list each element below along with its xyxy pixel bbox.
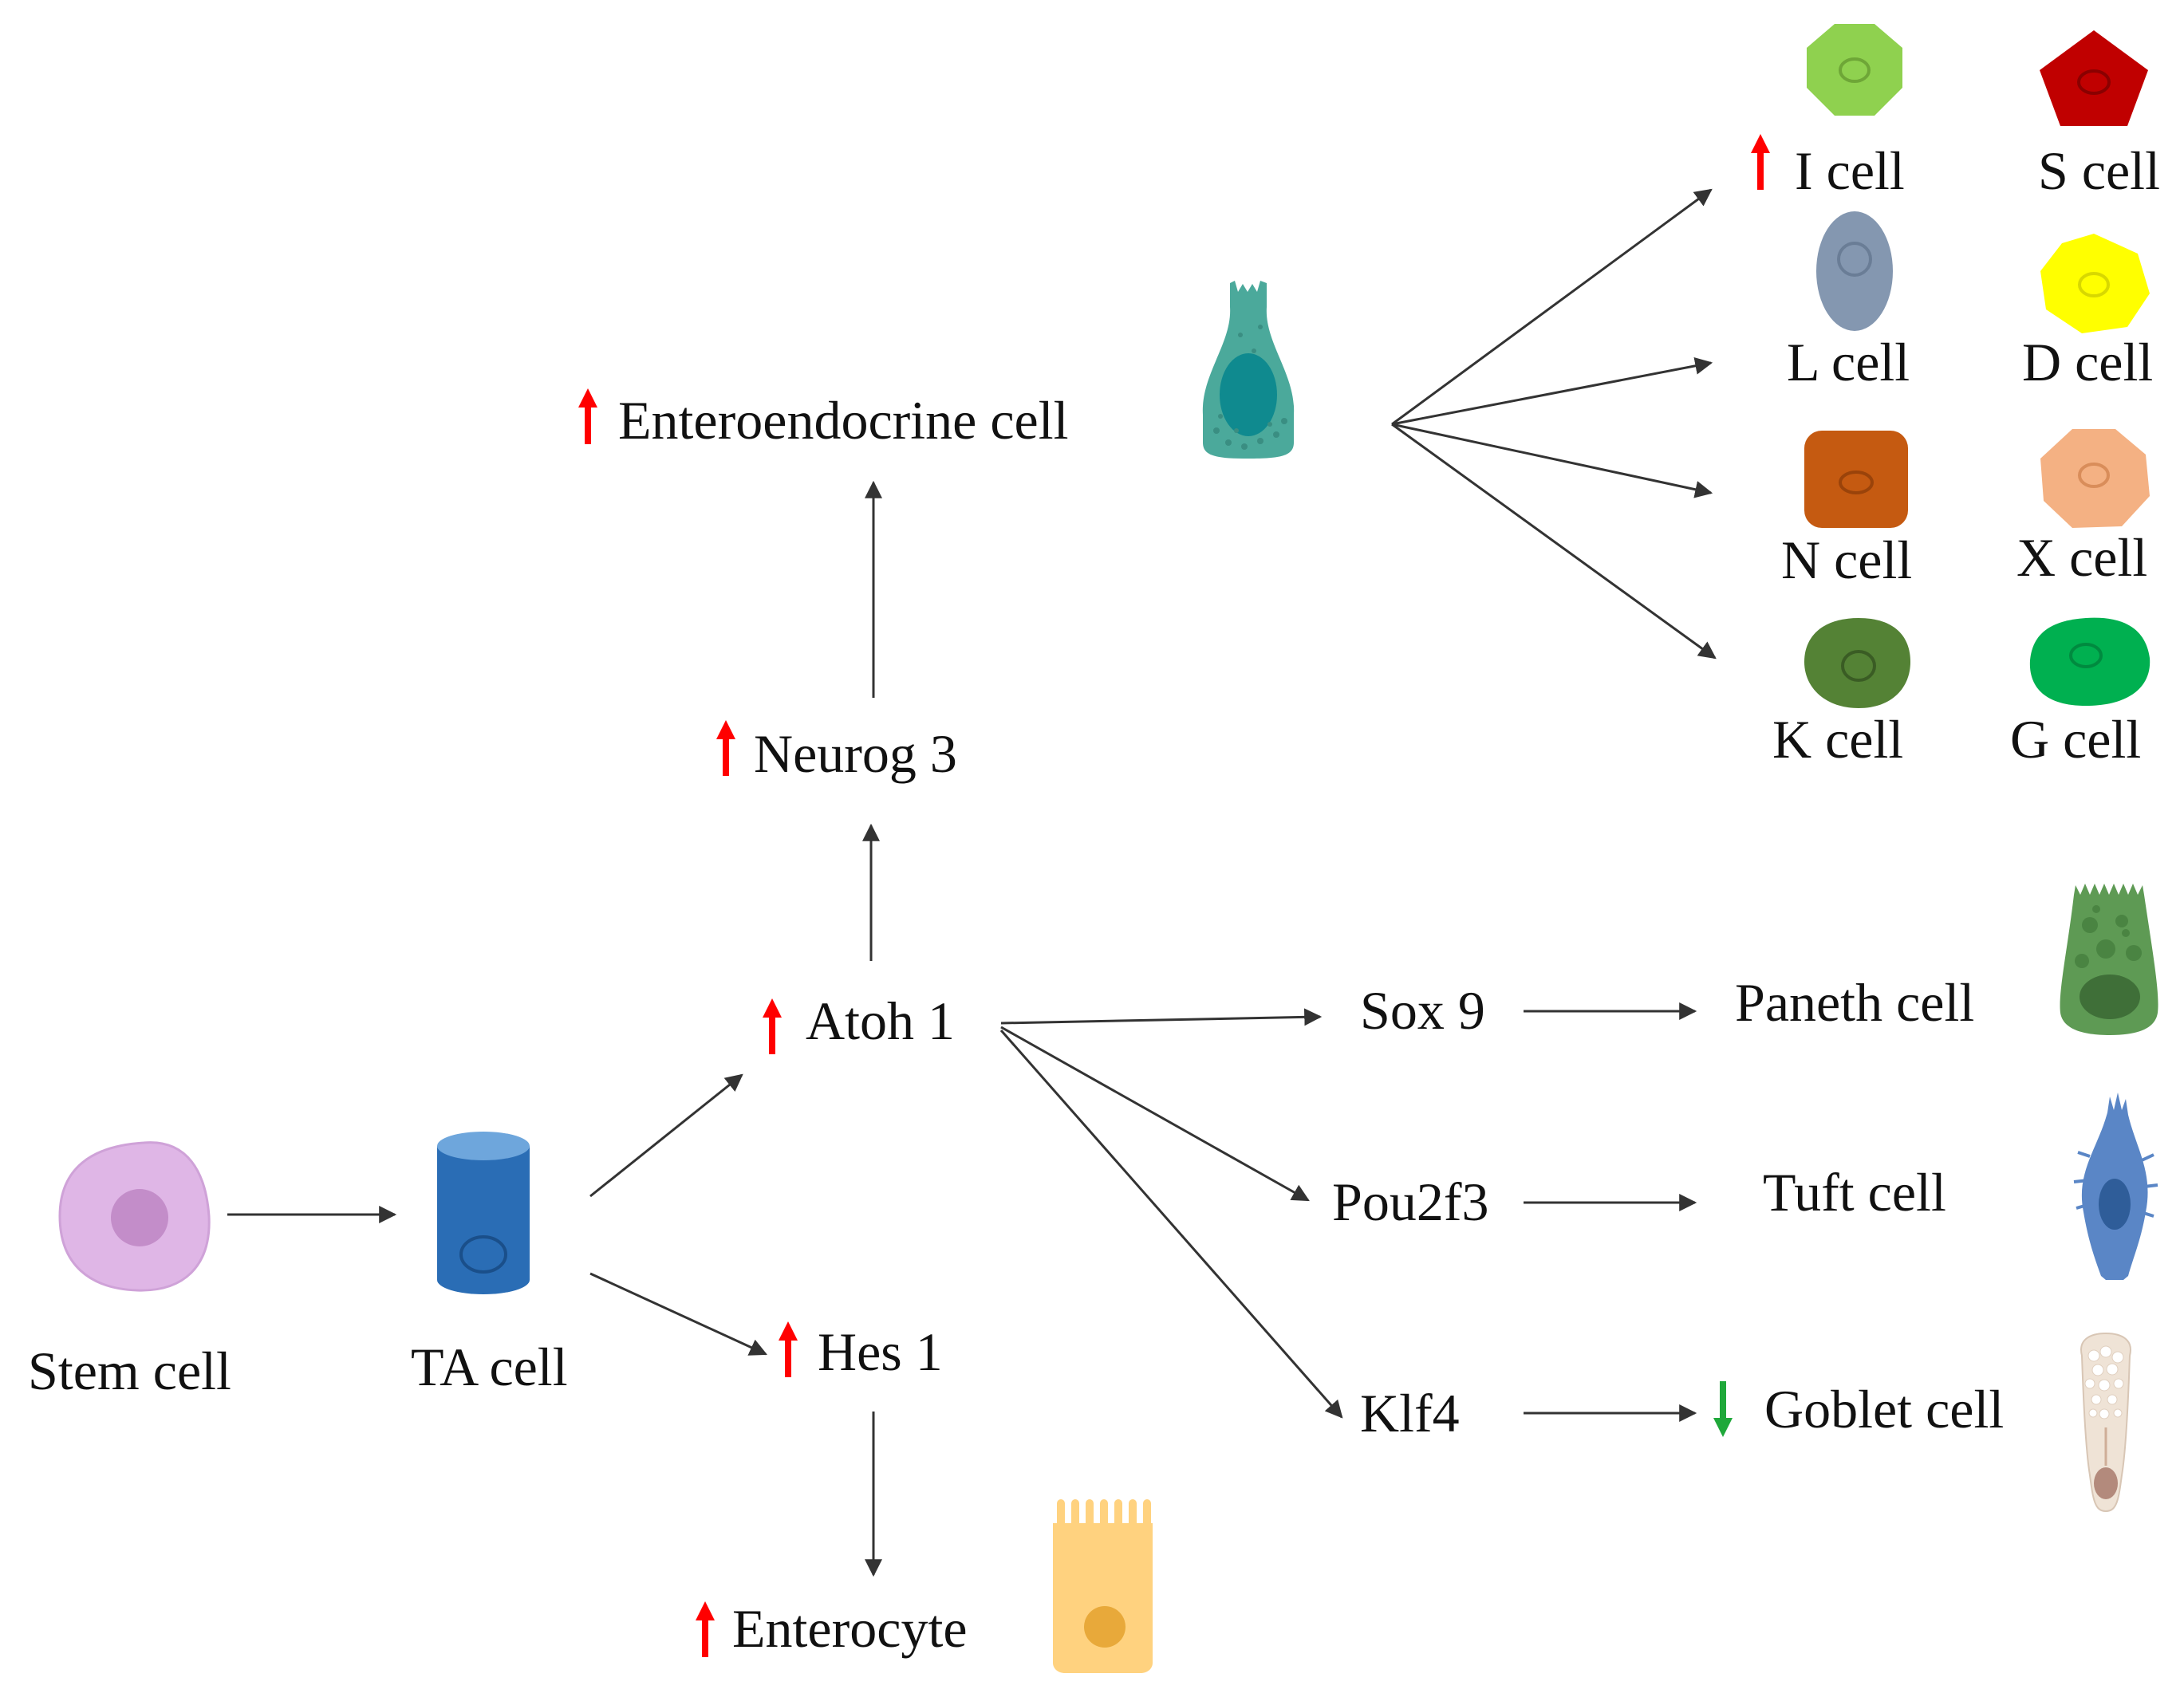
- arrow-ee-to-n-cell: [1391, 423, 1713, 498]
- atoh1-node: Atoh 1: [763, 990, 955, 1054]
- k-cell-nucleus: [1841, 650, 1876, 682]
- stem-cell-label: Stem cell: [28, 1341, 231, 1401]
- sox9-node: Sox 9: [1360, 980, 1485, 1041]
- l-cell-nucleus: [1837, 242, 1872, 277]
- goblet-node: Goblet cell: [1713, 1332, 2131, 1513]
- ta-cell-node: TA cell: [411, 1132, 568, 1397]
- paneth-label: Paneth cell: [1735, 972, 1974, 1033]
- hes1-label: Hes 1: [818, 1321, 943, 1382]
- paneth-node: Paneth cell: [1735, 884, 2158, 1035]
- i-cell-nucleus: [1839, 57, 1871, 83]
- k-cell-node: K cell: [1772, 618, 1910, 770]
- d-cell-label: D cell: [2022, 332, 2153, 392]
- ta-cell-top: [437, 1132, 530, 1160]
- klf4-label: Klf4: [1360, 1383, 1460, 1443]
- x-cell-label: X cell: [2016, 527, 2147, 588]
- atoh1-label: Atoh 1: [806, 990, 955, 1051]
- arrow-ta-to-hes1: [589, 1272, 767, 1356]
- hes1-node: Hes 1: [779, 1321, 943, 1382]
- arrow-ee-to-l-cell: [1391, 356, 1713, 426]
- s-cell-nucleus: [2077, 69, 2111, 95]
- arrow-ee-to-k-cell: [1391, 423, 1717, 660]
- goblet-cell-icon: [2080, 1332, 2131, 1513]
- enterocyte-cell-icon: [1053, 1499, 1153, 1673]
- i-cell-up-arrow-icon: [1751, 134, 1770, 190]
- goblet-down-arrow-icon: [1713, 1381, 1733, 1437]
- i-cell-node: I cell: [1751, 24, 1905, 201]
- g-cell-label: G cell: [2010, 709, 2141, 770]
- paneth-cell-icon: [2060, 884, 2158, 1035]
- pou2f3-label: Pou2f3: [1332, 1171, 1488, 1232]
- ta-cell-nucleus: [459, 1235, 507, 1274]
- goblet-label: Goblet cell: [1764, 1379, 2004, 1439]
- tuft-cell-icon: [2073, 1093, 2158, 1280]
- n-cell-node: N cell: [1781, 431, 1912, 590]
- x-cell-node: X cell: [2016, 429, 2150, 588]
- klf4-node: Klf4: [1360, 1383, 1460, 1443]
- tuft-label: Tuft cell: [1763, 1162, 1946, 1223]
- flow-arrows: [227, 188, 1717, 1577]
- arrow-ta-to-atoh1: [589, 1073, 743, 1198]
- enteroendocrine-up-arrow-icon: [578, 388, 597, 444]
- n-cell-label: N cell: [1781, 530, 1912, 590]
- neurog3-node: Neurog 3: [716, 720, 957, 784]
- d-cell-nucleus: [2078, 272, 2110, 297]
- tuft-node: Tuft cell: [1763, 1093, 2158, 1280]
- atoh1-up-arrow-icon: [763, 998, 782, 1054]
- arrow-ee-to-i-cell: [1391, 188, 1713, 426]
- sox9-label: Sox 9: [1360, 980, 1485, 1041]
- pou2f3-node: Pou2f3: [1332, 1171, 1488, 1232]
- neurog3-up-arrow-icon: [716, 720, 735, 776]
- i-cell-label: I cell: [1795, 140, 1905, 201]
- l-cell-label: L cell: [1787, 332, 1910, 392]
- hes1-up-arrow-icon: [779, 1321, 798, 1377]
- arrow-atoh1-to-sox9: [1000, 1008, 1323, 1026]
- s-cell-label: S cell: [2038, 140, 2160, 201]
- enteroendocrine-node: Enteroendocrine cell: [578, 281, 1295, 459]
- d-cell-node: D cell: [2022, 234, 2153, 392]
- enterocyte-up-arrow-icon: [696, 1601, 715, 1657]
- enteroendocrine-label: Enteroendocrine cell: [618, 390, 1069, 451]
- ta-cell-label: TA cell: [411, 1337, 568, 1397]
- k-cell-label: K cell: [1772, 709, 1903, 770]
- g-cell-nucleus: [2069, 643, 2103, 668]
- stem-cell-node: Stem cell: [28, 1141, 231, 1401]
- arrow-atoh1-to-klf4: [999, 1030, 1343, 1419]
- l-cell-node: L cell: [1787, 211, 1910, 392]
- x-cell-nucleus: [2078, 463, 2110, 488]
- stem-cell-nucleus: [111, 1189, 168, 1246]
- s-cell-node: S cell: [2038, 30, 2160, 201]
- enterocyte-node: Enterocyte: [696, 1499, 1153, 1673]
- arrow-atoh1-to-pou2f3: [1000, 1026, 1310, 1202]
- n-cell-nucleus: [1839, 471, 1874, 494]
- g-cell-node: G cell: [2010, 617, 2150, 770]
- enteroendocrine-cell-icon: [1202, 281, 1295, 459]
- neurog3-label: Neurog 3: [754, 723, 957, 784]
- enterocyte-label: Enterocyte: [732, 1598, 968, 1659]
